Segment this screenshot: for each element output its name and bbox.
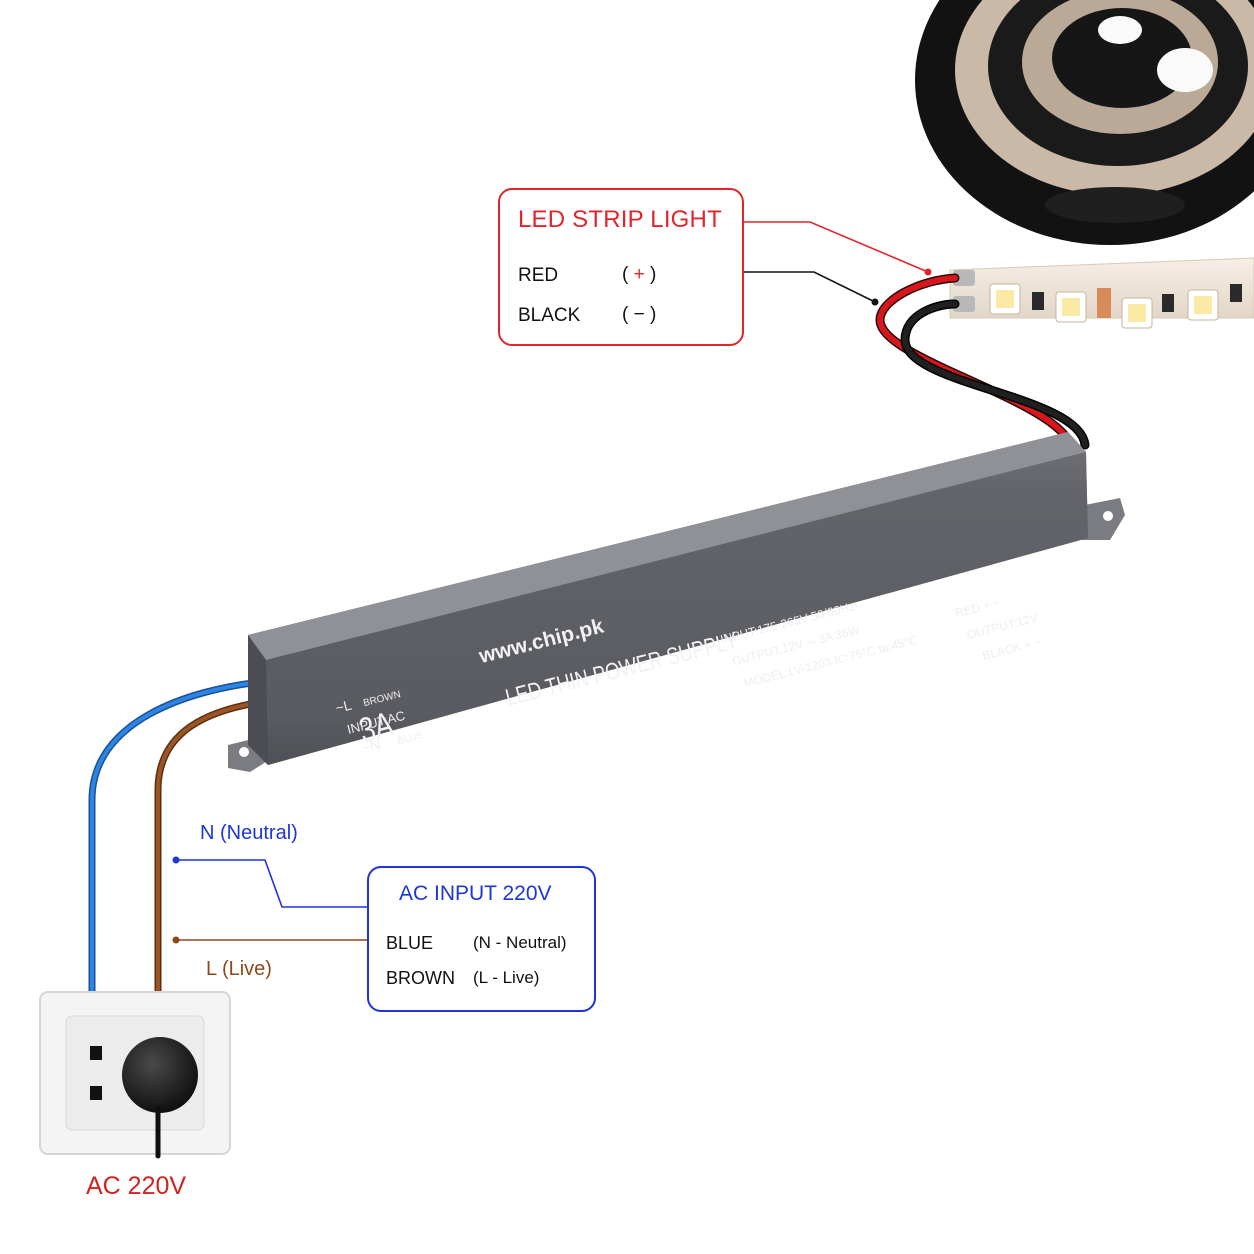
ac-callout-title: AC INPUT 220V bbox=[399, 882, 552, 905]
led-chip bbox=[1055, 291, 1087, 323]
output-wires bbox=[875, 273, 1090, 453]
psu-input-n: ~N bbox=[360, 736, 382, 756]
red-wire-label: RED bbox=[518, 265, 559, 286]
blue-wire-label: BLUE bbox=[386, 933, 434, 953]
psu-input-n-wire: BLUE bbox=[396, 730, 424, 747]
plug bbox=[122, 1037, 198, 1113]
led-callout-title: LED STRIP LIGHT bbox=[518, 206, 722, 233]
psu-out-red: RED + − bbox=[954, 595, 1002, 620]
input-wires bbox=[88, 678, 266, 999]
brown-wire-label: BROWN bbox=[386, 968, 455, 988]
neutral-wire-label: N (Neutral) bbox=[200, 822, 298, 844]
led-strip-callout: LED STRIP LIGHT RED ( + ) BLACK ( − ) bbox=[498, 188, 744, 346]
led-chip bbox=[1187, 289, 1219, 321]
brown-wire-desc: (L - Live) bbox=[473, 968, 540, 987]
psu-out-black: BLACK + − bbox=[981, 635, 1043, 663]
red-wire-polarity: ( + ) bbox=[622, 264, 657, 285]
outlet-voltage-label: AC 220V bbox=[86, 1172, 187, 1200]
ac-input-callout: AC INPUT 220V BLUE (N - Neutral) BROWN (… bbox=[367, 866, 596, 1012]
power-supply: www.chip.pk 3A LED THIN POWER SUPPLY ~L … bbox=[228, 432, 1125, 772]
psu-input-l: ~L bbox=[334, 697, 354, 716]
led-chip bbox=[1121, 297, 1153, 329]
live-wire-label: L (Live) bbox=[206, 958, 272, 980]
led-chip bbox=[989, 283, 1021, 315]
led-strip-segment bbox=[949, 257, 1254, 329]
black-wire-polarity: ( − ) bbox=[622, 304, 657, 325]
wall-outlet bbox=[39, 991, 231, 1159]
blue-wire-desc: (N - Neutral) bbox=[473, 933, 567, 952]
leader-lines bbox=[172, 221, 932, 944]
led-strip-reel bbox=[915, 0, 1254, 245]
black-wire-label: BLACK bbox=[518, 305, 581, 326]
